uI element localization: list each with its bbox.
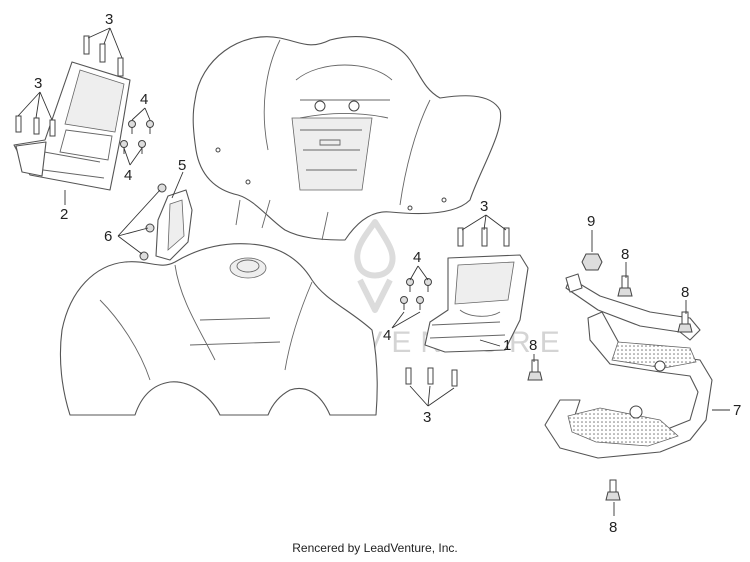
callout-5: 5 xyxy=(178,157,186,174)
callout-9: 9 xyxy=(587,213,595,230)
footrest-mesh-lower xyxy=(567,407,679,447)
front-fender xyxy=(59,243,378,416)
callout-3: 3 xyxy=(423,409,431,426)
callout-4: 4 xyxy=(413,249,421,266)
callout-3: 3 xyxy=(480,198,488,215)
hardware-pins-3 xyxy=(15,35,510,387)
callout-1: 1 xyxy=(503,337,511,354)
callout-7: 7 xyxy=(733,402,741,419)
callout-8: 8 xyxy=(681,284,689,301)
front-storage-tray xyxy=(13,61,131,191)
fuel-cap xyxy=(229,257,267,279)
light-housing xyxy=(155,189,193,261)
callout-8: 8 xyxy=(609,519,617,536)
render-credit: Rencered by LeadVenture, Inc. xyxy=(292,541,458,555)
rear-storage-tray xyxy=(424,254,529,353)
rear-fender xyxy=(192,36,502,241)
rear-fender-storage-box xyxy=(291,117,373,191)
footrest-mesh-upper xyxy=(611,341,697,369)
callout-4: 4 xyxy=(124,167,132,184)
callout-2: 2 xyxy=(60,206,68,223)
callout-4: 4 xyxy=(140,91,148,108)
front-fender-body xyxy=(59,243,378,416)
callout-8: 8 xyxy=(621,246,629,263)
callout-4: 4 xyxy=(383,327,391,344)
callout-3: 3 xyxy=(105,11,113,28)
hardware-screws-4 xyxy=(120,120,432,310)
watermark-flame-logo xyxy=(354,219,396,313)
callout-8: 8 xyxy=(529,337,537,354)
callout-6: 6 xyxy=(104,228,112,245)
callout-3: 3 xyxy=(34,75,42,92)
hardware-bolts-8 xyxy=(527,275,693,501)
hardware-nut-9 xyxy=(581,253,603,271)
leader-lines xyxy=(17,27,730,516)
footrest-bar xyxy=(544,273,713,459)
callout-labels: 3 3 4 4 2 5 6 3 4 4 1 3 9 8 8 8 7 8 xyxy=(34,11,741,536)
